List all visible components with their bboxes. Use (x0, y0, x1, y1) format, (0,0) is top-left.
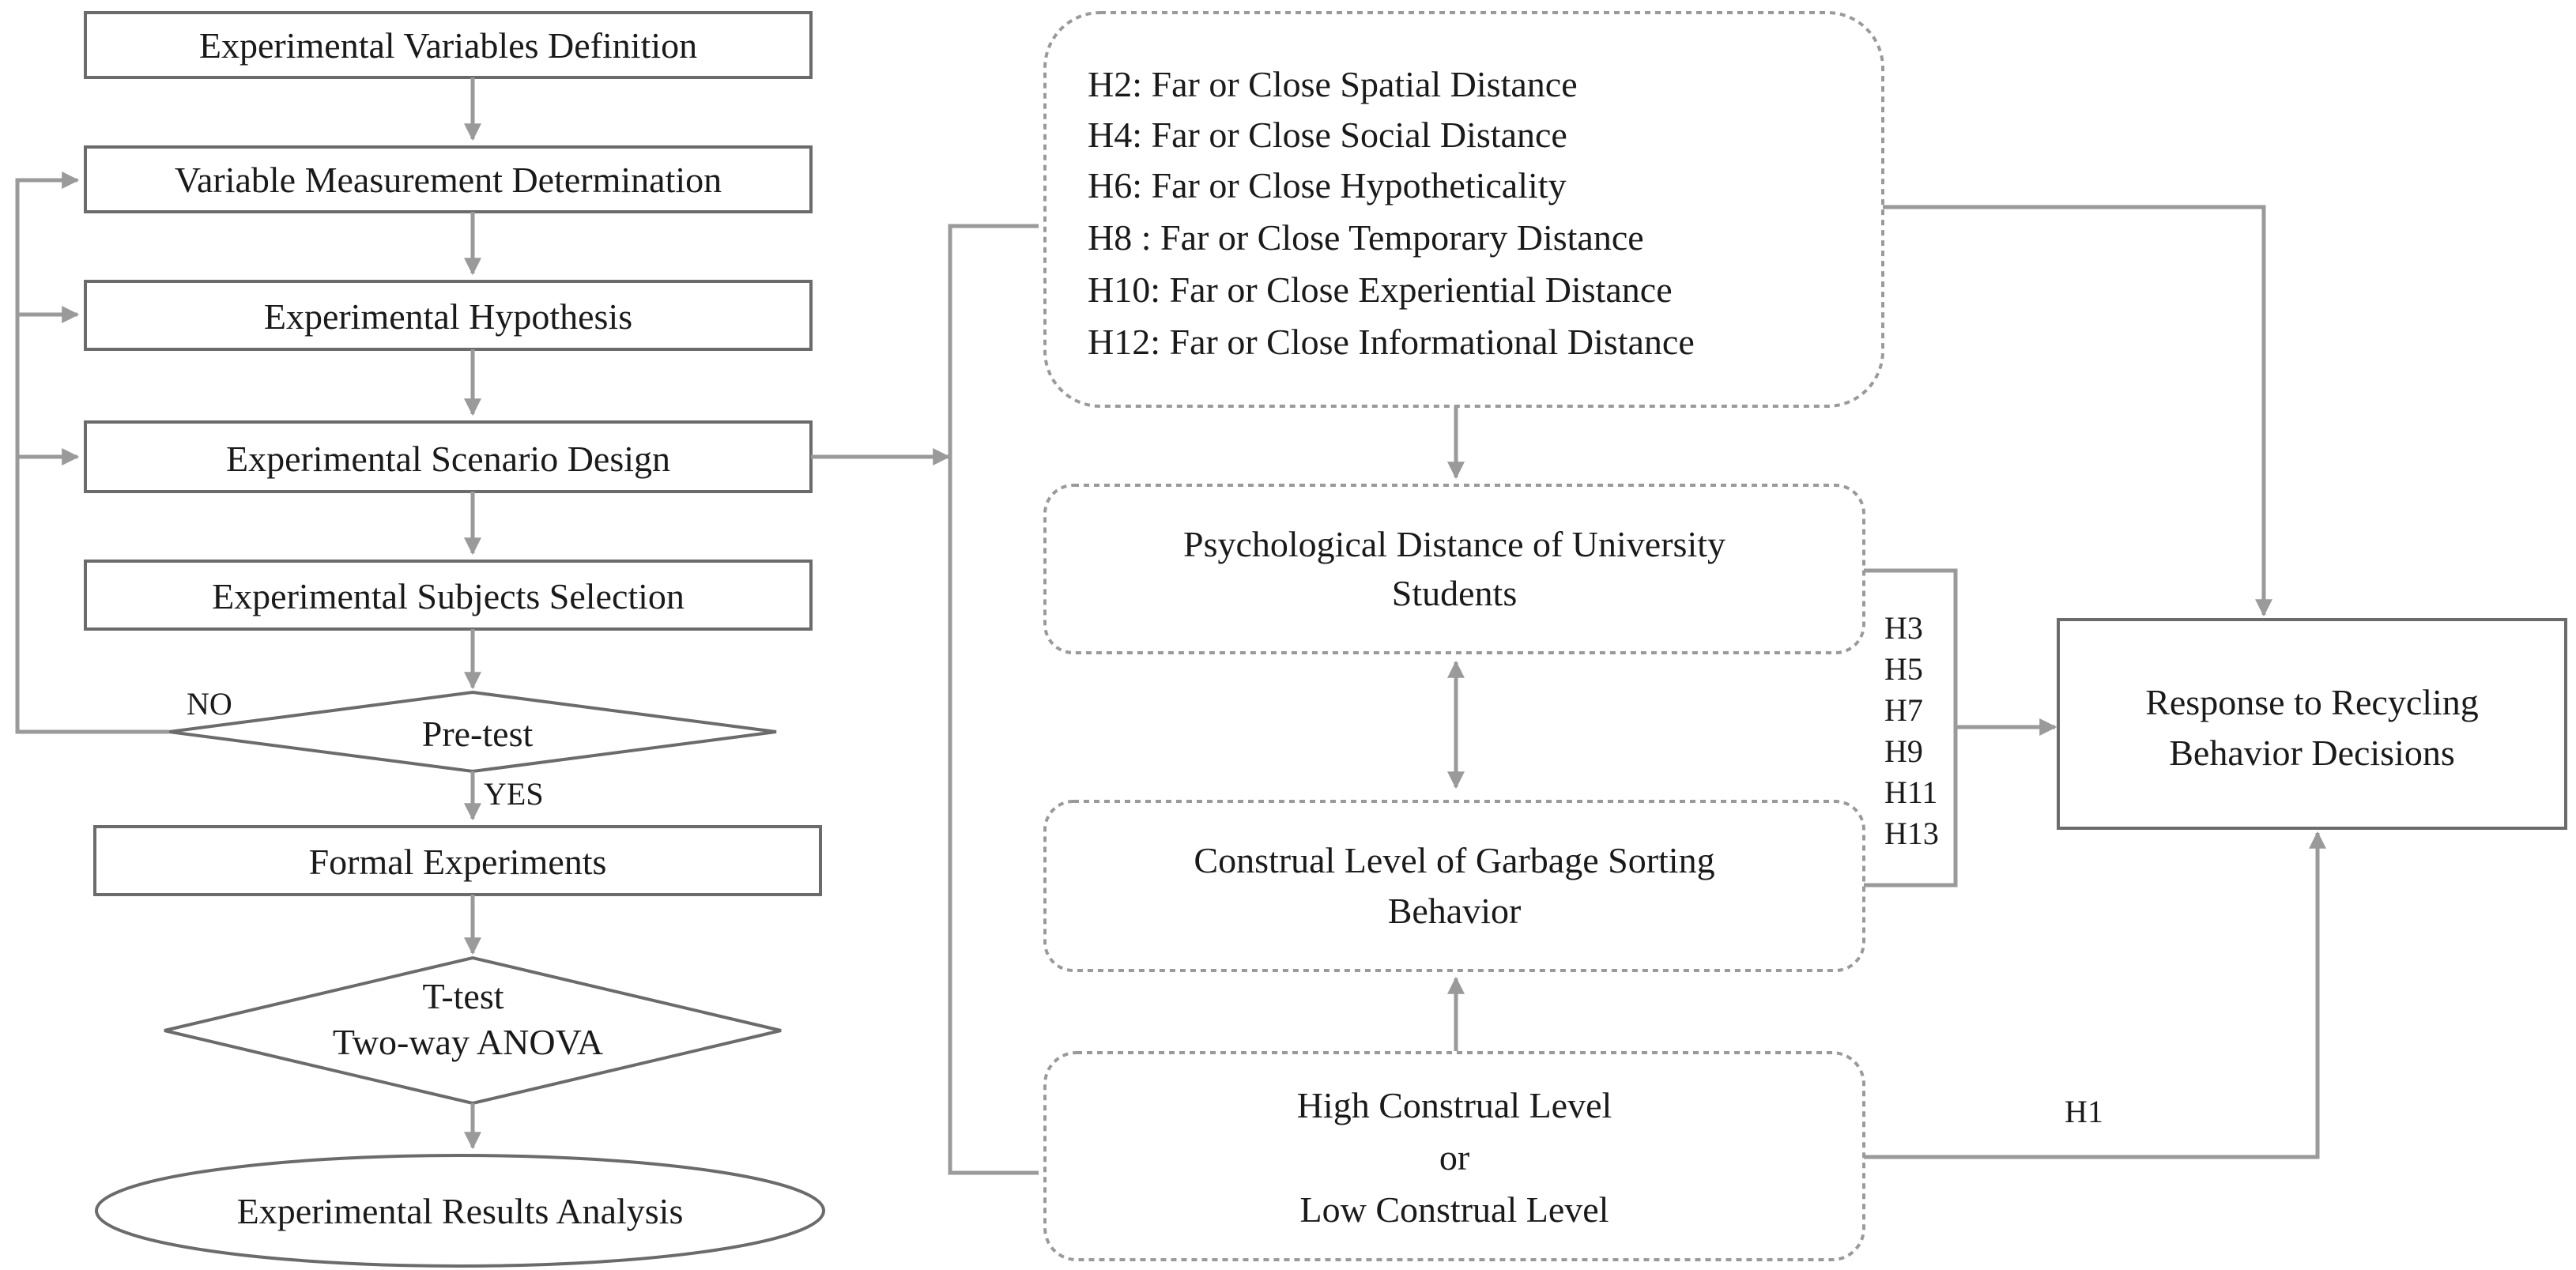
mediating-h9: H9 (1884, 733, 1923, 769)
results-analysis-terminator: Experimental Results Analysis (95, 1154, 825, 1268)
anova-label: Two-way ANOVA (333, 1022, 603, 1062)
construal-level-line2: Behavior (1388, 891, 1522, 931)
mediating-h5: H5 (1884, 651, 1923, 687)
statistical-analysis-diamond: T-test Two-way ANOVA (164, 955, 782, 1106)
framework-bracket (948, 224, 1039, 1175)
step-formal-experiments-label: Formal Experiments (309, 842, 607, 882)
psychological-distance-box: Psychological Distance of University Stu… (1043, 484, 1865, 654)
step-variables-definition: Experimental Variables Definition (84, 11, 813, 79)
h1-direct-path-arrow (1864, 831, 2326, 1159)
step-measurement-determination: Variable Measurement Determination (84, 145, 813, 213)
psych-distance-line1: Psychological Distance of University (1183, 524, 1726, 564)
step-variables-definition-label: Experimental Variables Definition (199, 25, 697, 66)
yes-label: YES (484, 776, 544, 812)
step-scenario-design-label: Experimental Scenario Design (226, 439, 670, 479)
h1-label: H1 (2065, 1094, 2103, 1129)
outcome-line2: Behavior Decisions (2169, 733, 2455, 773)
step-hypothesis-label: Experimental Hypothesis (264, 296, 632, 337)
mediating-h13: H13 (1884, 816, 1939, 851)
construal-options-box: High Construal Level or Low Construal Le… (1043, 1051, 1865, 1261)
hypothesis-h2: H2: Far or Close Spatial Distance (1088, 64, 1578, 104)
hypothesis-h8: H8 : Far or Close Temporary Distance (1088, 217, 1644, 258)
no-label: NO (187, 686, 232, 722)
hypothesis-h4: H4: Far or Close Social Distance (1088, 115, 1567, 155)
mediating-h11: H11 (1884, 774, 1937, 810)
step-subjects-selection: Experimental Subjects Selection (84, 560, 813, 631)
step-scenario-design: Experimental Scenario Design (84, 420, 813, 493)
step-subjects-selection-label: Experimental Subjects Selection (212, 576, 685, 616)
step-hypothesis: Experimental Hypothesis (84, 280, 813, 351)
low-construal-label: Low Construal Level (1300, 1189, 1609, 1230)
hypothesis-h10: H10: Far or Close Experiential Distance (1088, 269, 1673, 310)
high-construal-label: High Construal Level (1297, 1085, 1612, 1125)
or-label: or (1439, 1137, 1469, 1178)
step-formal-experiments: Formal Experiments (93, 825, 822, 896)
psych-distance-line2: Students (1392, 573, 1517, 613)
mediating-h7: H7 (1884, 692, 1923, 728)
mediating-h3: H3 (1884, 610, 1923, 646)
outcome-box: Response to Recycling Behavior Decisions (2057, 618, 2567, 830)
hypothesis-h6: H6: Far or Close Hypotheticality (1088, 165, 1567, 205)
hypotheses-to-outcome-arrow (1883, 205, 2272, 617)
step-measurement-determination-label: Variable Measurement Determination (175, 160, 722, 200)
distance-hypotheses-box: H2: Far or Close Spatial Distance H4: Fa… (1043, 11, 1884, 408)
outcome-line1: Response to Recycling (2145, 682, 2479, 722)
construal-level-box: Construal Level of Garbage Sorting Behav… (1043, 800, 1865, 972)
construal-level-line1: Construal Level of Garbage Sorting (1194, 840, 1714, 880)
results-analysis-label: Experimental Results Analysis (237, 1191, 684, 1231)
hypothesis-h12: H12: Far or Close Informational Distance (1088, 322, 1695, 362)
pretest-decision: Pre-test (168, 690, 777, 774)
pretest-label: Pre-test (422, 714, 534, 754)
ttest-label: T-test (422, 976, 504, 1016)
